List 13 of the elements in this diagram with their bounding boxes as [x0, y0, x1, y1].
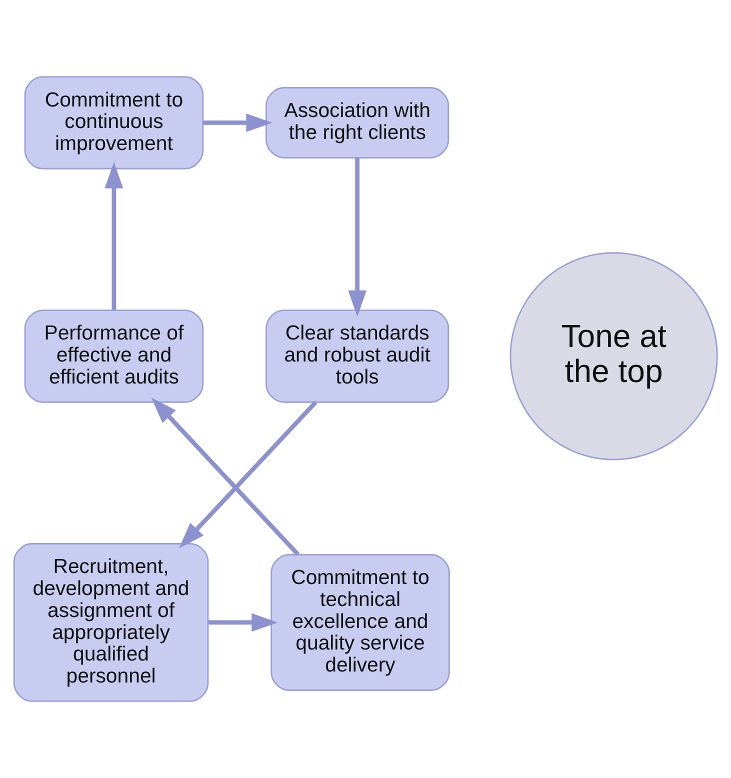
arrow	[178, 400, 318, 548]
node-box: Recruitment, development and assignment of appropriately qualified personnel	[13, 543, 209, 702]
node-box: Association with the right clients	[266, 87, 450, 158]
arrow	[203, 114, 272, 132]
arrow	[348, 158, 367, 317]
node-box: Commitment to technical excellence and quality service delivery	[270, 554, 450, 691]
node-circle: Tone at the top	[510, 252, 718, 460]
arrow	[208, 613, 278, 632]
node-box: Commitment to continuous improvement	[24, 76, 204, 170]
node-box: Clear standards and robust audit tools	[266, 310, 450, 403]
arrow	[104, 162, 124, 310]
node-box: Performance of effective and efficient audits	[24, 310, 204, 403]
arrow	[151, 398, 300, 556]
